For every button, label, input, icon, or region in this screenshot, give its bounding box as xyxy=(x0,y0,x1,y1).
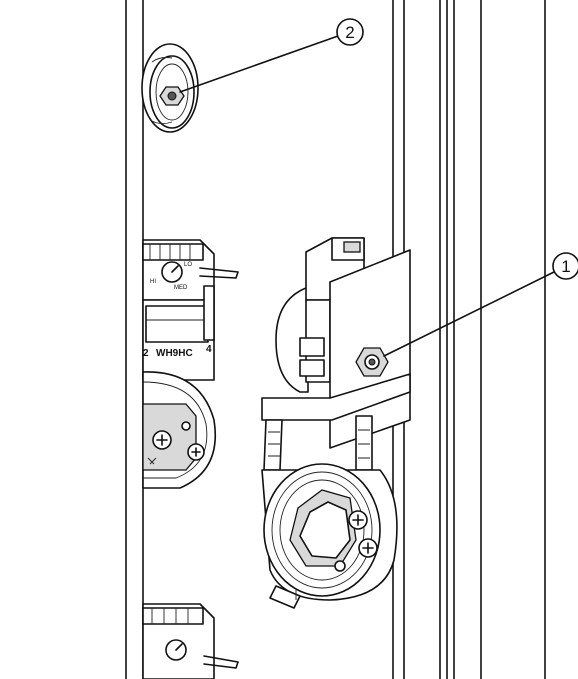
upper-thermostat: LO MED HI 2 WH9HC 4 xyxy=(142,239,239,381)
dial-hi-label: HI xyxy=(150,279,156,285)
upper-fitting xyxy=(141,43,199,133)
upper-element-flange xyxy=(142,371,216,489)
callout-1-circle xyxy=(552,252,578,280)
callout-1-number: 1 xyxy=(561,257,570,276)
terminal-left-label: 2 xyxy=(143,348,149,359)
lower-element-flange xyxy=(261,463,398,609)
cabinet-frame xyxy=(125,0,546,679)
terminal-right-label: 4 xyxy=(206,344,212,355)
callout-2: 2 xyxy=(179,18,364,93)
lower-thermostat xyxy=(261,237,411,471)
callout-1: 1 xyxy=(383,252,578,357)
callout-2-number: 2 xyxy=(345,23,354,42)
bottom-thermostat xyxy=(142,603,239,679)
dial-med-label: MED xyxy=(174,285,188,291)
callout-2-circle xyxy=(336,18,364,46)
dial-lo-label: LO xyxy=(184,262,192,268)
upper-model-label: WH9HC xyxy=(156,348,193,359)
